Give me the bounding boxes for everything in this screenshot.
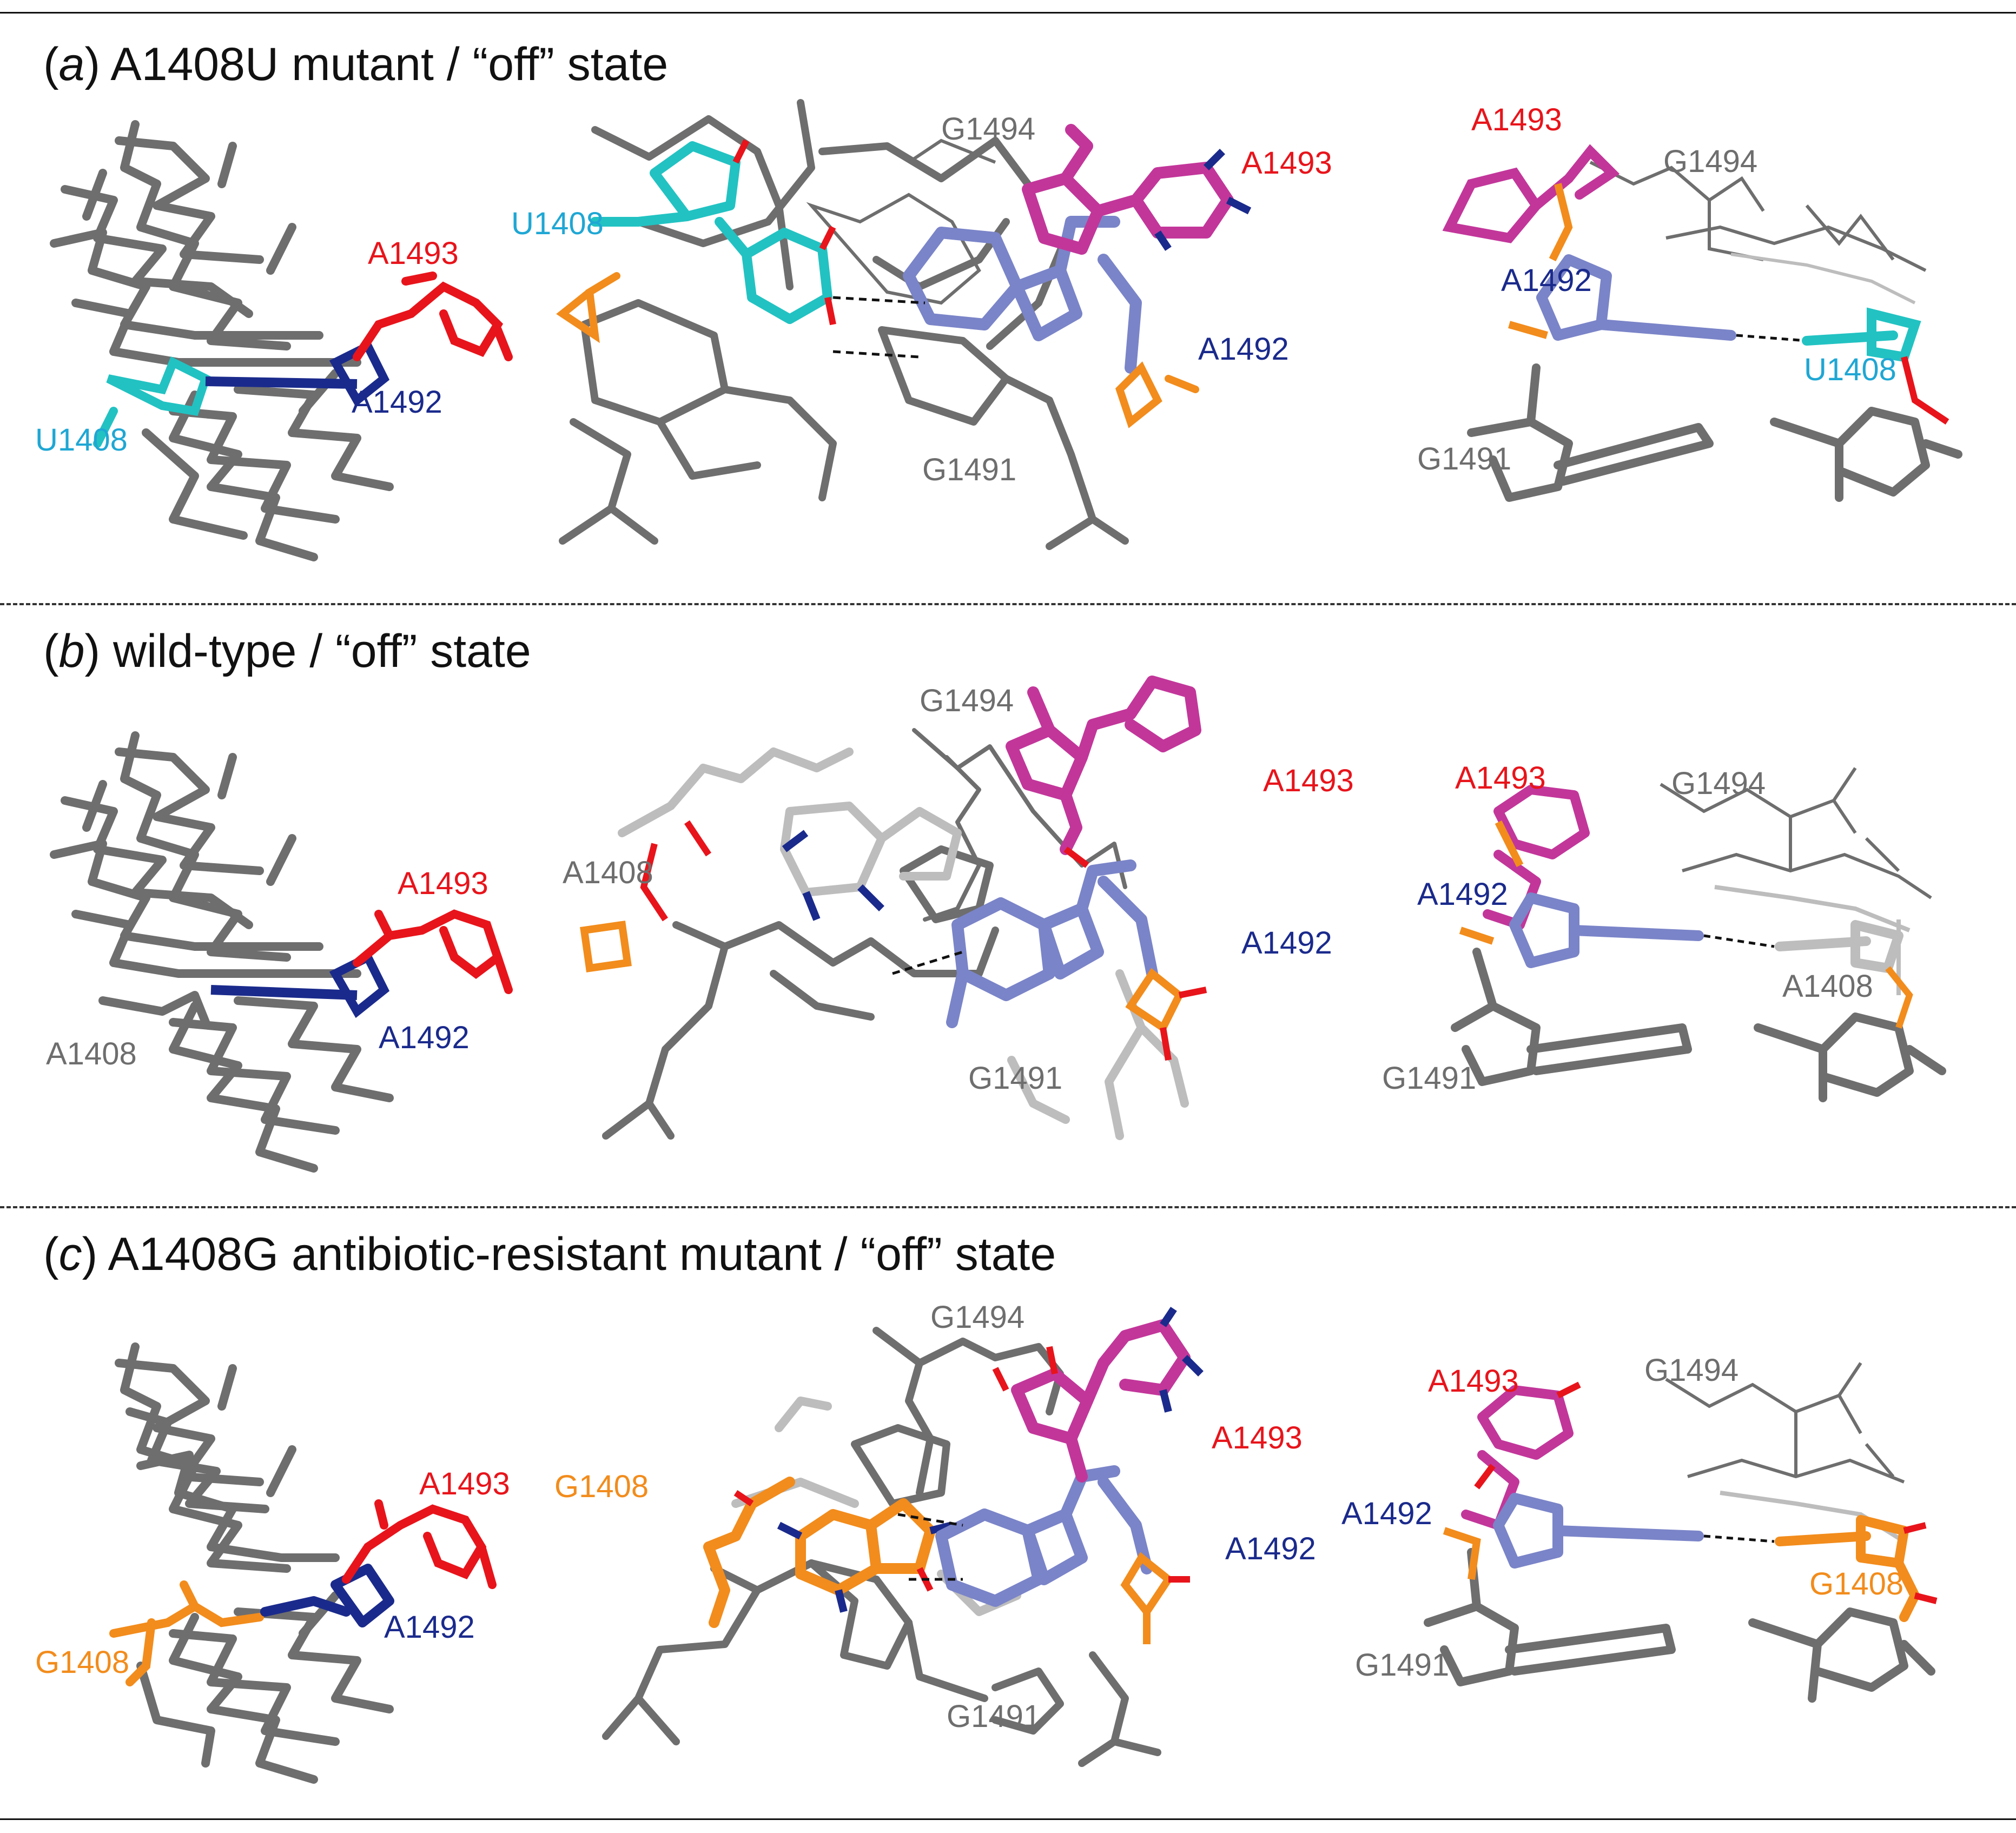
panel-b-sideview-structure [1451,767,1946,1102]
panel-b-mid-label-1491: G1491 [968,1061,1063,1096]
panel-a-right-label-1494: G1494 [1663,144,1758,179]
panel-c-left-label-1493: A1493 [419,1466,510,1501]
panel-c-overview-structure [109,1342,497,1784]
panel-c-right-label-1493: A1493 [1428,1364,1519,1399]
panel-a-mid-label-1408: U1408 [511,206,604,241]
panel-a-sideview-structure [1442,144,1962,502]
panel-c-right-label-1494: G1494 [1644,1353,1739,1388]
panel-b-right-label-1491: G1491 [1382,1061,1477,1096]
separator-ab [0,603,2016,605]
panel-a-left-label-1492: A1492 [352,385,442,420]
panel-a-mid-label-1491: G1491 [922,452,1017,487]
panel-c-letter: c [58,1228,82,1280]
panel-b-right-label-1492: A1492 [1417,877,1508,912]
panel-a-left-label-1493: A1493 [368,236,459,271]
panel-a-closeup-structure [556,99,1252,550]
panel-b-left-label-1492: A1492 [379,1020,470,1055]
panel-b-left-label-1408: A1408 [46,1036,137,1071]
panel-a-letter: a [58,38,85,90]
panel-c-mid-label-1494: G1494 [930,1300,1025,1335]
panel-b-right-label-1494: G1494 [1671,766,1766,801]
panel-b-mid-label-1493: A1493 [1263,763,1354,798]
panel-b-title: (b) wild-type / “off” state [43,625,531,677]
panel-c-closeup-structure [602,1307,1204,1767]
panel-a-right-label-1492: A1492 [1501,263,1592,298]
top-rule [0,12,2016,14]
panel-b-left-label-1493: A1493 [398,866,488,901]
panel-b-mid-label-1408: A1408 [563,855,653,890]
panel-b-right-label-1408: A1408 [1782,969,1873,1004]
panel-a-title-text: A1408U mutant / “off” state [110,38,669,90]
panel-b-overview-structure [50,731,513,1173]
panel-a-right-label-1408: U1408 [1804,352,1896,387]
panel-c-sideview-structure [1424,1362,1938,1703]
panel-b-closeup-structure [580,676,1207,1140]
panel-c-mid-label-1492: A1492 [1225,1531,1316,1566]
panel-c-mid-label-1493: A1493 [1212,1420,1303,1455]
separator-bc [0,1206,2016,1208]
panel-a-left-label-1408: U1408 [35,422,128,458]
panel-c-left-label-1492: A1492 [384,1610,475,1645]
panel-c-right-label-1491: G1491 [1355,1647,1450,1683]
panel-a-mid-label-1494: G1494 [941,111,1036,147]
panel-c-title-text: A1408G antibiotic-resistant mutant / “of… [108,1228,1056,1280]
bottom-rule [0,1818,2016,1820]
panel-c-left-label-1408: G1408 [35,1645,130,1680]
panel-b-mid-label-1494: G1494 [920,683,1014,718]
panel-a-mid-label-1492: A1492 [1198,332,1289,367]
panel-a-title: (a) A1408U mutant / “off” state [43,38,669,90]
panel-c-right-label-1408: G1408 [1809,1566,1904,1602]
panel-b-right-label-1493: A1493 [1455,760,1546,796]
panel-c-mid-label-1491: G1491 [947,1699,1041,1734]
panel-a-right-label-1491: G1491 [1417,441,1512,477]
panel-a-overview-structure [50,120,513,561]
panel-c-title: (c) A1408G antibiotic-resistant mutant /… [43,1228,1056,1280]
panel-c-right-label-1492: A1492 [1341,1496,1432,1531]
panel-b-mid-label-1492: A1492 [1241,925,1332,961]
panel-a-right-label-1493: A1493 [1471,102,1562,137]
panel-a-mid-label-1493: A1493 [1241,145,1332,181]
panel-c-mid-label-1408: G1408 [554,1469,649,1504]
panel-b-letter: b [58,625,85,677]
panel-b-title-text: wild-type / “off” state [113,625,531,677]
